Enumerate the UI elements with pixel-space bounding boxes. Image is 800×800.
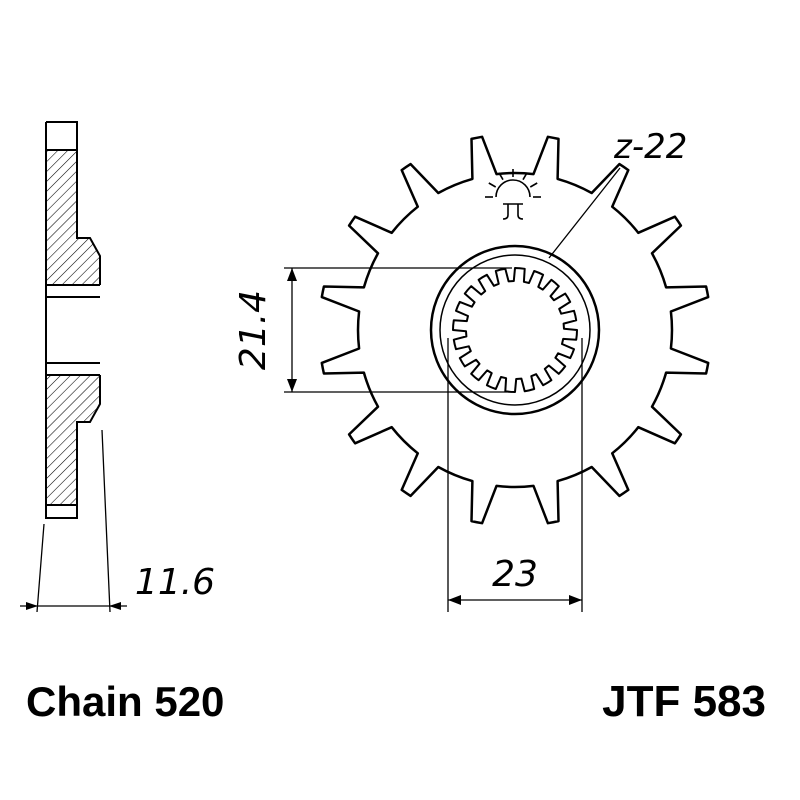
hub-inner-circle [439,254,591,406]
width-dimension: 11.6 [20,429,215,613]
hub-arrow-left [448,595,461,605]
side-section-view [45,121,101,519]
sun-ray [488,182,497,188]
sprocket-teeth-outline [320,135,710,525]
bore-extension-lines [284,267,512,393]
teeth-count-label: z-22 [613,127,687,167]
hub-dimension: 23 [447,338,583,612]
width-dimension-label: 11.6 [135,562,215,603]
sun-logo-arc [495,179,531,198]
bore-dimension: 21.4 [233,267,512,393]
hub-dimension-label: 23 [492,554,538,595]
hatch-area-bottom [46,375,100,505]
front-view [320,135,710,525]
sun-ray [498,172,504,181]
width-extension-lines [36,429,111,613]
sun-logo [485,169,541,220]
sun-logo-glyph [502,203,524,220]
bore-arrow-top [287,268,297,281]
hub-extension-lines [447,338,583,612]
bore-arrow-bottom [287,379,297,392]
sun-ray [522,172,528,181]
width-arrow-left [26,602,38,610]
hatch-area-top [46,150,100,285]
bore-dimension-label: 21.4 [233,290,274,370]
hub-outer-circle [429,244,601,416]
teeth-count-leader-line [548,167,621,259]
spline-bore-outline [452,267,578,393]
teeth-count-callout: z-22 [548,127,687,259]
chain-size-label: Chain 520 [26,678,224,725]
sun-logo-rays [485,169,541,198]
hub-arrow-right [569,595,582,605]
sun-ray [529,182,538,188]
side-view-outline [45,121,101,519]
part-number-label: JTF 583 [602,677,766,726]
width-arrow-right [109,602,121,610]
